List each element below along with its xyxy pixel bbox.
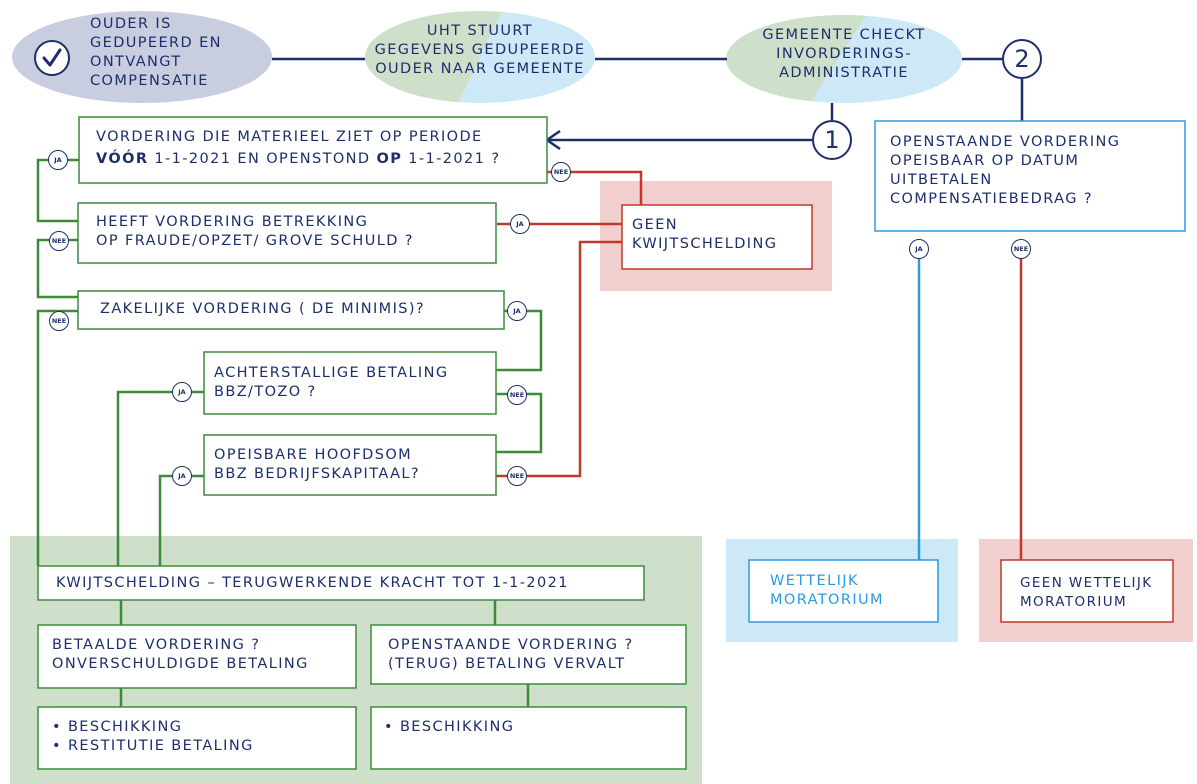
box-betaalde-vordering <box>37 624 357 689</box>
badge-nee-achterstallig: NEE <box>507 385 527 405</box>
box-beschikking <box>370 706 687 770</box>
box-geen-kwijtschelding <box>621 204 813 270</box>
box-q-opeisbaar <box>874 120 1186 232</box>
q-hoofdsom-text: OPEISBARE HOOFDSOM BBZ BEDRIJFSKAPITAAL? <box>214 447 420 482</box>
marker-2: 2 <box>1002 39 1042 79</box>
beschikking-restitutie-text: • BESCHIKKING • RESTITUTIE BETALING <box>52 719 254 754</box>
marker-1: 1 <box>812 120 852 160</box>
q-zakelijk-text: ZAKELIJKE VORDERING ( DE MINIMIS)? <box>100 301 426 317</box>
q-fraude-text: HEEFT VORDERING BETREKKING OP FRAUDE/OPZ… <box>96 214 414 249</box>
kwijtschelding-text: KWIJTSCHELDING – TERUGWERKENDE KRACHT TO… <box>56 575 569 591</box>
q-periode-post: 1-1-2021 ? <box>402 151 501 167</box>
geen-kwijtschelding-text: GEEN KWIJTSCHELDING <box>632 217 778 252</box>
badge-ja-fraude: JA <box>510 214 530 234</box>
ellipse-ouder-gedupeerd <box>12 11 272 103</box>
badge-ja-opeisbaar: JA <box>909 239 929 259</box>
red-connectors <box>496 170 1023 560</box>
badge-ja-zakelijk: JA <box>507 301 527 321</box>
box-q-achterstallig <box>203 351 497 415</box>
box-q-hoofdsom <box>203 434 497 496</box>
badge-nee-zakelijk: NEE <box>49 311 69 331</box>
box-beschikking-restitutie <box>37 706 357 770</box>
ouder-gedupeerd-text: OUDER IS GEDUPEERD EN ONTVANGT COMPENSAT… <box>90 16 222 89</box>
badge-ja-periode: JA <box>48 150 68 170</box>
box-q-periode <box>78 116 548 184</box>
badge-nee-fraude: NEE <box>49 231 69 251</box>
box-q-zakelijk <box>77 290 505 330</box>
box-openstaande-vordering <box>370 624 687 685</box>
box-geen-wettelijk-moratorium <box>1000 559 1174 623</box>
boxes <box>37 116 1186 770</box>
betaalde-vordering-text: BETAALDE VORDERING ? ONVERSCHULDIGDE BET… <box>52 637 309 672</box>
badge-ja-achterstallig: JA <box>172 382 192 402</box>
q-periode-mid: 1-1-2021 EN OPENSTOND <box>148 151 377 167</box>
badge-ja-hoofdsom: JA <box>172 466 192 486</box>
ellipse-gemeente-checkt <box>726 15 962 103</box>
q-achterstallig-text: ACHTERSTALLIGE BETALING BBZ/TOZO ? <box>214 365 449 400</box>
geen-wettelijk-moratorium-text: GEEN WETTELIJK MORATORIUM <box>1020 575 1153 610</box>
q-periode-voor: VÓÓR <box>96 151 149 167</box>
openstaande-vordering-text: OPENSTAANDE VORDERING ? (TERUG) BETALING… <box>388 637 634 672</box>
checkmark-icon <box>34 40 70 76</box>
badge-nee-opeisbaar: NEE <box>1011 239 1031 259</box>
box-wettelijk-moratorium <box>748 559 939 623</box>
uht-stuurt-text: UHT STUURT GEGEVENS GEDUPEERDE OUDER NAA… <box>374 23 586 77</box>
q-opeisbaar-text: OPENSTAANDE VORDERING OPEISBAAR OP DATUM… <box>890 134 1121 207</box>
beschikking-text: • BESCHIKKING <box>384 719 515 735</box>
box-kwijtschelding <box>37 565 645 601</box>
q-periode-line2: VÓÓR 1-1-2021 EN OPENSTOND OP 1-1-2021 ? <box>96 150 500 169</box>
wettelijk-moratorium-text: WETTELIJK MORATORIUM <box>770 573 884 608</box>
gemeente-checkt-text: GEMEENTE CHECKT INVORDERINGS- ADMINISTRA… <box>762 27 926 81</box>
ellipse-uht-stuurt <box>365 11 595 103</box>
q-periode-line1: VORDERING DIE MATERIEEL ZIET OP PERIODE <box>96 129 483 145</box>
q-periode-op: OP <box>376 151 403 167</box>
badge-nee-hoofdsom: NEE <box>507 466 527 486</box>
box-q-fraude <box>77 202 497 264</box>
badge-nee-periode: NEE <box>551 162 571 182</box>
